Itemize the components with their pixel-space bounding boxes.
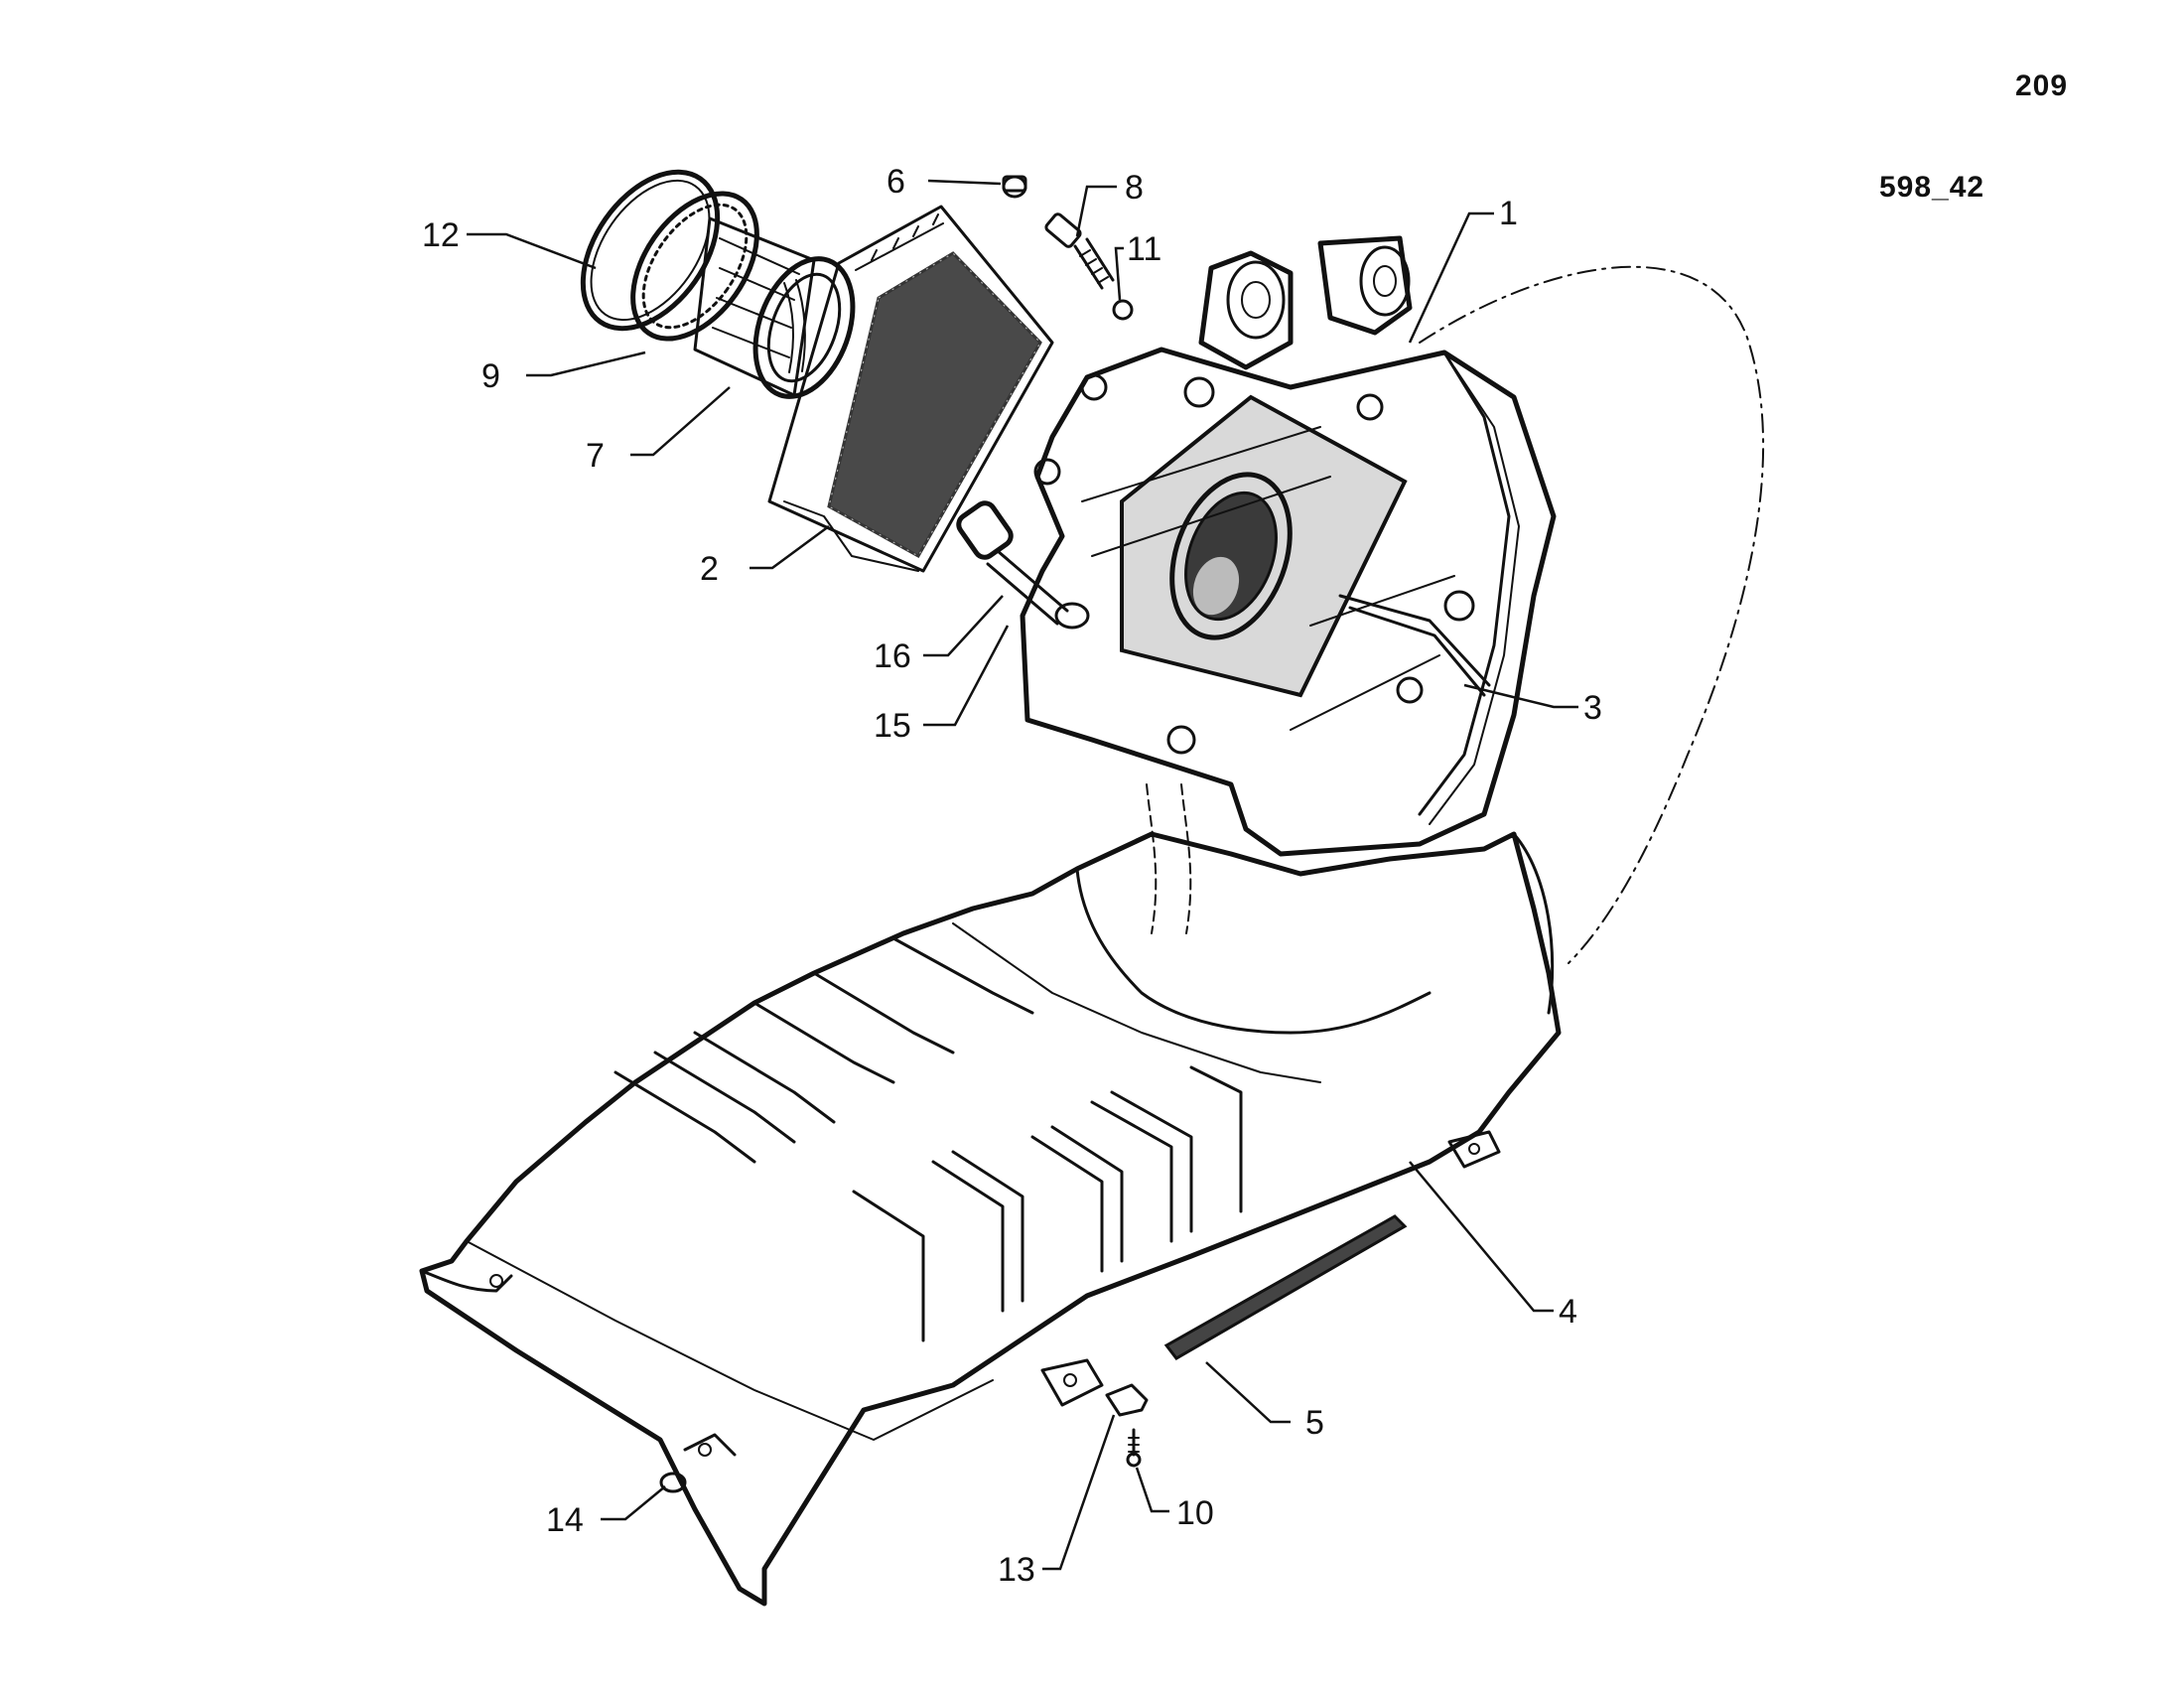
part-10-screw [1126,1428,1142,1468]
svg-text:10: 10 [1176,1494,1214,1532]
svg-text:9: 9 [481,357,500,395]
part-7-sleeve [693,216,856,399]
svg-text:1: 1 [1499,195,1518,232]
callout-15: 15 [874,625,1010,745]
svg-text:11: 11 [1127,230,1161,268]
part-9-gasket [630,191,759,342]
callout-6: 6 [887,163,1002,201]
part-8-screw [1044,212,1115,290]
callout-13: 13 [998,1414,1116,1589]
callout-3: 3 [1463,683,1602,727]
svg-text:3: 3 [1583,689,1602,727]
part-13-clip [1105,1383,1149,1417]
figure-code: 598_42 [1879,171,1985,204]
svg-text:16: 16 [874,637,911,675]
svg-text:12: 12 [422,216,460,254]
svg-text:6: 6 [887,163,905,201]
callout-8: 8 [1075,169,1144,237]
part-2-filter-element [767,205,1054,573]
assembly-outline-dashdot [1419,265,1765,964]
part-5-rubber-strip [1163,1214,1408,1360]
part-16-bolt [956,500,1090,630]
part-11-washer [1112,299,1134,321]
part-14-nut [659,1472,687,1493]
svg-text:7: 7 [586,437,605,475]
callout-16: 16 [874,595,1004,675]
callout-5: 5 [1205,1361,1324,1442]
svg-text:4: 4 [1559,1293,1577,1331]
callout-1: 1 [1408,195,1518,344]
callout-14: 14 [546,1485,666,1539]
callout-10: 10 [1135,1467,1214,1532]
callout-2: 2 [700,524,830,588]
part-12-sealing-ring [580,169,721,332]
svg-text:14: 14 [546,1501,584,1539]
part-4-air-shroud [419,831,1562,1607]
part-6-cap [1002,175,1027,199]
svg-text:8: 8 [1125,169,1144,207]
part-3-bracket [1338,594,1491,697]
svg-text:13: 13 [998,1551,1035,1589]
part-1-housing [1020,235,1557,857]
callout-9: 9 [481,351,646,395]
svg-text:15: 15 [874,707,911,745]
callout-7: 7 [586,386,731,475]
callout-4: 4 [1409,1161,1577,1331]
svg-text:5: 5 [1305,1404,1324,1442]
svg-text:2: 2 [700,550,719,588]
callout-11: 11 [1114,230,1161,301]
callout-12: 12 [422,216,597,270]
page-number: 209 [2015,70,2069,102]
